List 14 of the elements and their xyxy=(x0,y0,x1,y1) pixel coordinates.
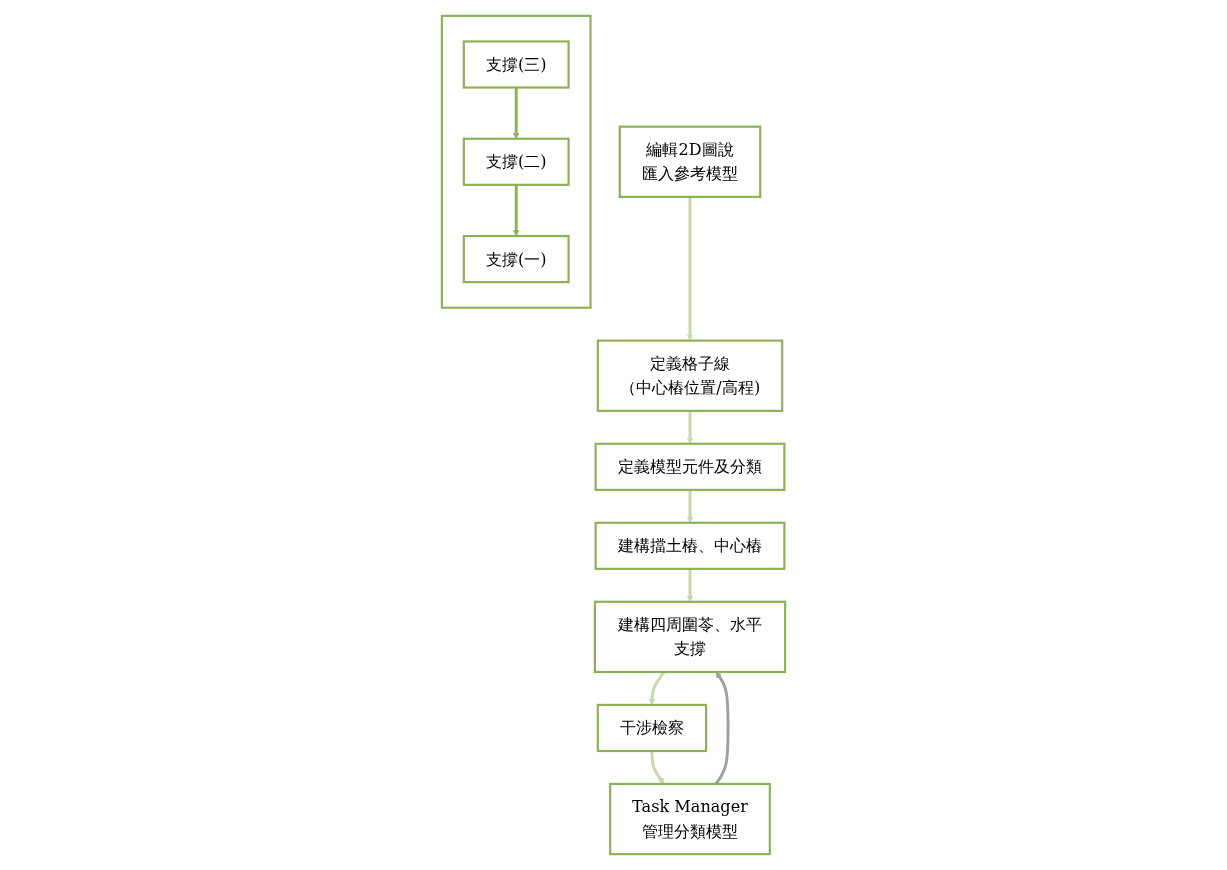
node-box xyxy=(596,339,784,412)
arrow xyxy=(686,196,694,341)
node-box xyxy=(462,40,570,89)
node-box xyxy=(594,442,786,491)
node-box xyxy=(609,782,771,856)
arrow xyxy=(513,184,520,237)
node-box xyxy=(462,234,570,284)
flowchart-diagram: 支撐(三) 支撐(二) 支撐(一) 編輯2D圖說 匯入參考模型 定義格子線 （中心樁位置/高程) 定義模型元件及分類 建構擋土樁、中心樁 建構四周圍苓、水平支撐 干涉檢察 Task Manager 管理分類模型 xyxy=(10,10,1217,860)
node-box xyxy=(593,600,787,674)
cluster xyxy=(440,14,592,309)
node-box xyxy=(618,125,762,198)
node-box xyxy=(594,521,786,570)
node-box xyxy=(596,703,708,753)
node-box xyxy=(462,137,570,186)
